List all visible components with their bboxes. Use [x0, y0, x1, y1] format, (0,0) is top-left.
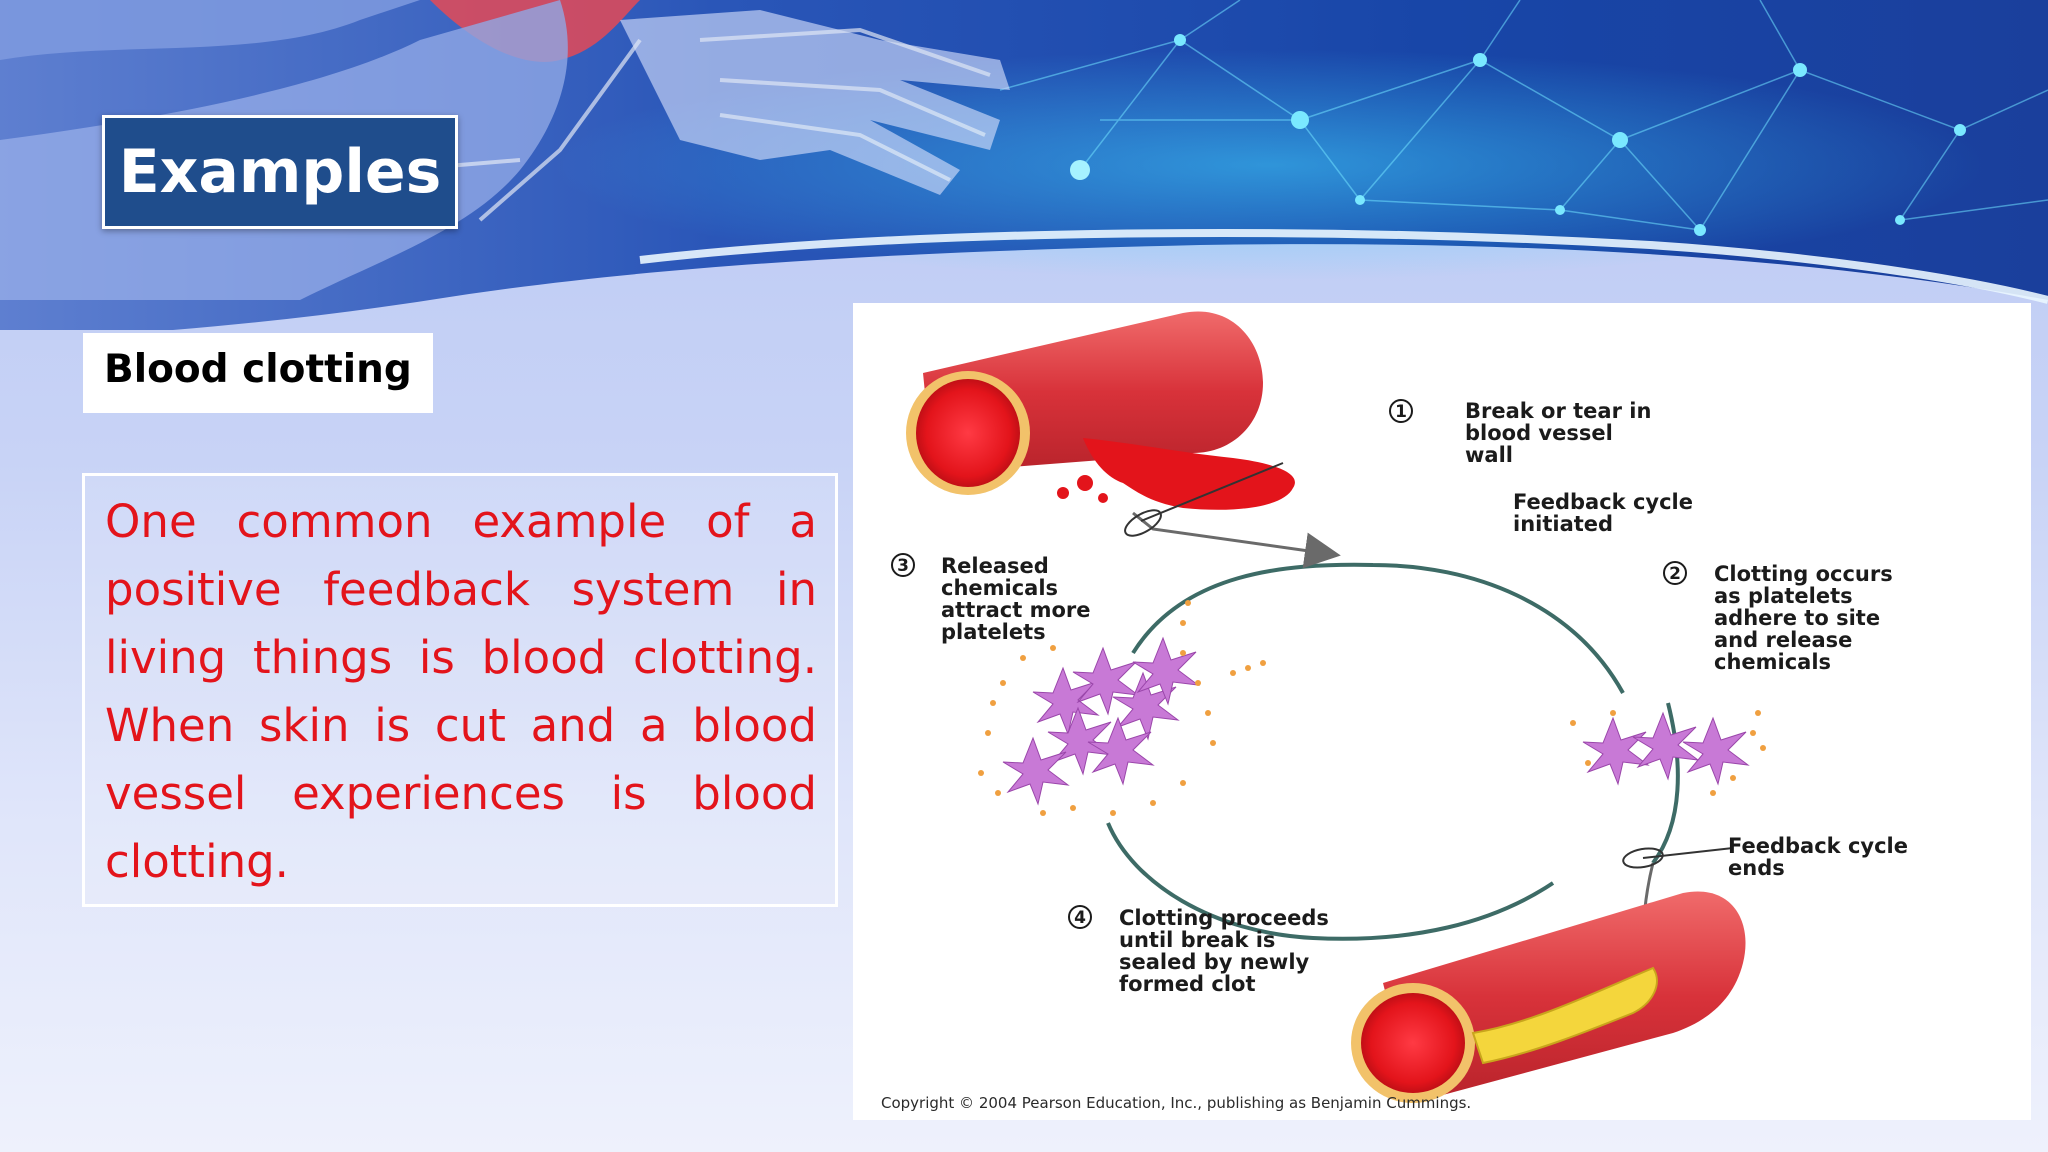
svg-text:blood vessel: blood vessel	[1465, 421, 1613, 445]
step-2-label: 2 Clotting occurs as platelets adhere to…	[1663, 561, 1893, 674]
svg-text:Feedback cycle: Feedback cycle	[1513, 490, 1693, 514]
svg-text:2: 2	[1669, 564, 1681, 584]
svg-text:until break is: until break is	[1119, 928, 1275, 952]
slide-title: Examples	[118, 137, 442, 207]
svg-text:and release: and release	[1714, 628, 1852, 652]
svg-text:chemicals: chemicals	[1714, 650, 1831, 674]
slide-subtitle: Blood clotting	[104, 347, 412, 392]
svg-text:4: 4	[1074, 908, 1086, 928]
svg-text:initiated: initiated	[1513, 512, 1613, 536]
svg-text:platelets: platelets	[941, 620, 1046, 644]
adhering-platelets-image	[1570, 710, 1766, 796]
svg-text:wall: wall	[1465, 443, 1513, 467]
svg-text:3: 3	[897, 556, 909, 576]
subtitle-box: Blood clotting	[83, 333, 433, 413]
broken-vessel-image	[906, 311, 1295, 510]
svg-text:Break or tear in: Break or tear in	[1465, 399, 1651, 423]
title-box: Examples	[102, 115, 458, 229]
platelet-cluster-image	[978, 600, 1266, 816]
svg-text:formed clot: formed clot	[1119, 972, 1256, 996]
svg-text:Released: Released	[941, 554, 1049, 578]
feedback-end-label: Feedback cycle ends	[1728, 834, 1908, 880]
svg-text:adhere to site: adhere to site	[1714, 606, 1880, 630]
step-4-label: 4 Clotting proceeds until break is seale…	[1068, 905, 1329, 996]
svg-text:chemicals: chemicals	[941, 576, 1058, 600]
copyright-note: Copyright © 2004 Pearson Education, Inc.…	[881, 1094, 1471, 1112]
svg-text:1: 1	[1395, 402, 1407, 422]
step-1-label: 1 Break or tear in blood vessel wall	[1389, 399, 1651, 467]
feedback-start-label: Feedback cycle initiated	[1513, 490, 1693, 536]
svg-text:ends: ends	[1728, 856, 1785, 880]
blood-clotting-diagram: 1 Break or tear in blood vessel wall Fee…	[853, 303, 2031, 1120]
svg-text:Clotting proceeds: Clotting proceeds	[1119, 906, 1329, 930]
svg-text:as platelets: as platelets	[1714, 584, 1853, 608]
svg-text:Feedback cycle: Feedback cycle	[1728, 834, 1908, 858]
svg-text:sealed by newly: sealed by newly	[1119, 950, 1310, 974]
body-paragraph: One common example of a positive feedbac…	[105, 495, 817, 888]
feedback-cycle	[1106, 562, 1680, 941]
svg-text:Clotting occurs: Clotting occurs	[1714, 562, 1893, 586]
step-3-label: 3 Released chemicals attract more platel…	[891, 553, 1090, 644]
body-text-box: One common example of a positive feedbac…	[82, 473, 838, 907]
sealed-vessel-image	[1351, 891, 1746, 1103]
svg-text:attract more: attract more	[941, 598, 1090, 622]
